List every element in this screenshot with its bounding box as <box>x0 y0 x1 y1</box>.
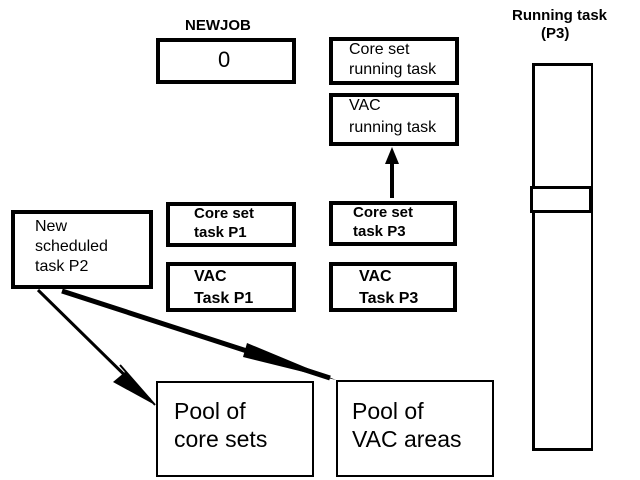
vac-running-line1: VAC <box>349 97 381 114</box>
core-p3-line1: Core set <box>353 204 414 221</box>
core-p3-line2: task P3 <box>353 223 406 240</box>
newjob-counter-box: 0 <box>156 38 296 84</box>
core-set-task-p3-box: Core set task P3 <box>329 201 457 246</box>
vac-p3-line1: VAC <box>359 268 392 285</box>
pool-vac-line1: Pool of <box>352 398 424 424</box>
core-set-task-p1-box: Core set task P1 <box>166 202 296 247</box>
vac-p3-line2: Task P3 <box>359 290 419 307</box>
vac-task-p1-box: VAC Task P1 <box>166 262 296 312</box>
pool-of-vac-areas-box: Pool of VAC areas <box>336 380 494 477</box>
new-scheduled-task-box: New scheduled task P2 <box>11 210 153 289</box>
new-task-line1: New <box>35 218 68 235</box>
pool-core-line1: Pool of <box>174 398 246 424</box>
core-p1-line1: Core set <box>194 205 255 222</box>
newjob-value: 0 <box>218 47 231 72</box>
vac-task-p3-box: VAC Task P3 <box>329 262 457 312</box>
vac-p1-line2: Task P1 <box>194 290 254 307</box>
arrow-to-pool-core-sets <box>36 288 156 406</box>
newjob-label: NEWJOB <box>185 17 251 34</box>
core-set-running-task-box: Core set running task <box>329 37 459 85</box>
core-running-line1: Core set <box>349 41 410 58</box>
vac-p1-line1: VAC <box>194 268 227 285</box>
running-task-label-line2: (P3) <box>541 25 570 42</box>
pool-vac-line2: VAC areas <box>352 426 462 452</box>
pool-of-core-sets-box: Pool of core sets <box>156 381 314 477</box>
running-task-marker <box>530 186 592 213</box>
vac-running-line2: running task <box>349 119 437 136</box>
new-task-line3: task P2 <box>35 258 89 275</box>
running-task-label-line1: Running task <box>512 7 608 24</box>
pool-core-line2: core sets <box>174 426 268 452</box>
arrow-p3-to-running <box>385 147 399 198</box>
new-task-line2: scheduled <box>35 238 108 255</box>
core-running-line2: running task <box>349 61 437 78</box>
arrow-to-pool-vac-areas <box>61 288 336 381</box>
running-task-column <box>532 63 593 451</box>
vac-running-task-box: VAC running task <box>329 93 459 146</box>
core-p1-line2: task P1 <box>194 224 247 241</box>
